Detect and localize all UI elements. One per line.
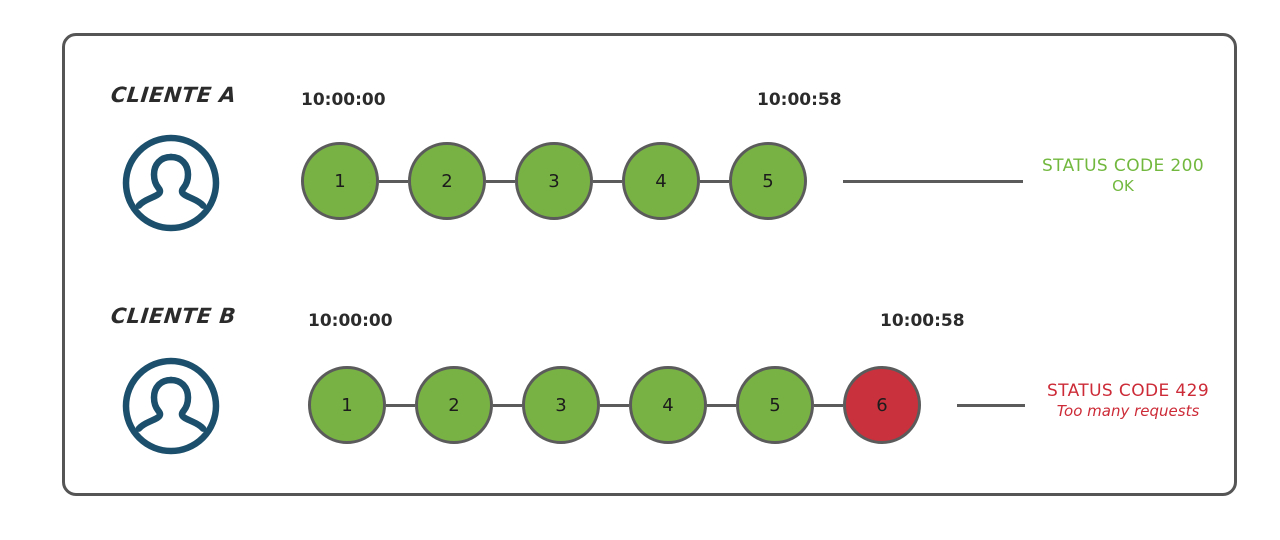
request-node-4: 4 <box>629 366 707 444</box>
request-connector <box>600 404 629 407</box>
request-node-5: 5 <box>729 142 807 220</box>
status-a-message: OK <box>1112 177 1134 196</box>
row-a-start-time: 10:00:00 <box>301 90 386 110</box>
request-connector <box>593 180 622 183</box>
row-b-end-time: 10:00:58 <box>880 311 965 331</box>
request-connector <box>379 180 408 183</box>
status-b-code: STATUS CODE 429 <box>1046 381 1210 401</box>
status-badge-b: STATUS CODE 429 Too many requests <box>1023 381 1233 421</box>
user-avatar-icon <box>121 356 221 456</box>
request-node-3: 3 <box>522 366 600 444</box>
request-connector <box>700 180 729 183</box>
request-node-5: 5 <box>736 366 814 444</box>
request-node-1: 1 <box>308 366 386 444</box>
request-node-6: 6 <box>843 366 921 444</box>
user-avatar-icon <box>121 133 221 233</box>
row-a-tail-line <box>843 180 1023 183</box>
request-connector <box>493 404 522 407</box>
status-b-message: Too many requests <box>1056 402 1200 421</box>
request-node-1: 1 <box>301 142 379 220</box>
request-node-4: 4 <box>622 142 700 220</box>
row-b-tail-line <box>957 404 1025 407</box>
request-connector <box>707 404 736 407</box>
request-connector <box>814 404 843 407</box>
request-node-2: 2 <box>415 366 493 444</box>
status-a-code: STATUS CODE 200 <box>1041 156 1205 176</box>
request-connector <box>486 180 515 183</box>
request-node-3: 3 <box>515 142 593 220</box>
client-b-label: CLIENTE B <box>109 304 238 328</box>
row-b-start-time: 10:00:00 <box>308 311 393 331</box>
row-a-end-time: 10:00:58 <box>757 90 842 110</box>
status-badge-a: STATUS CODE 200 OK <box>1023 156 1223 196</box>
request-connector <box>386 404 415 407</box>
request-node-2: 2 <box>408 142 486 220</box>
